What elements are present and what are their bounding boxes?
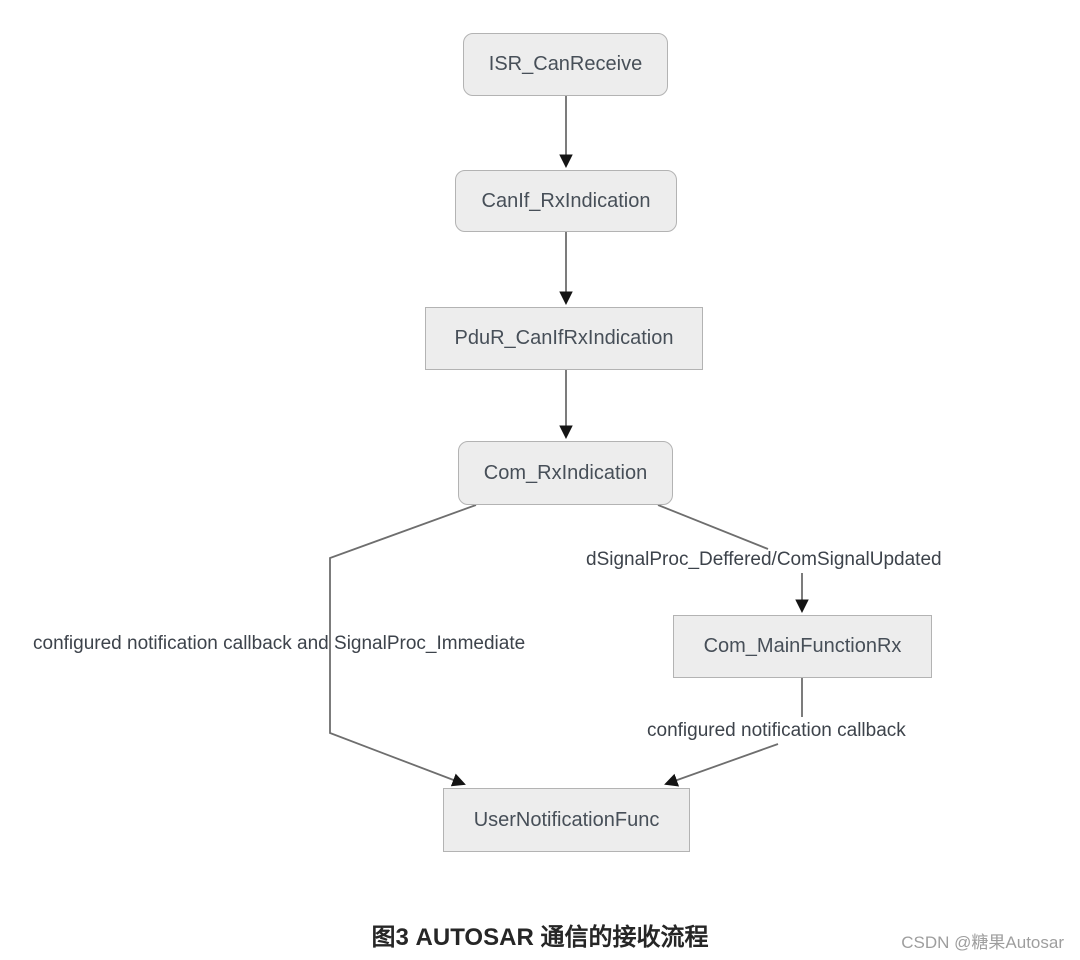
figure-caption: 图3 AUTOSAR 通信的接收流程 <box>371 924 709 951</box>
node-usernotificationfunc: UserNotificationFunc <box>443 788 690 852</box>
node-canif-rxindication: CanIf_RxIndication <box>455 170 677 232</box>
edge-label-immediate: configured notification callback and Sig… <box>33 633 526 654</box>
edge-label-callback: configured notification callback <box>647 720 906 741</box>
arrow-callback-label-to-user <box>664 743 779 787</box>
arrow-comrx-to-user <box>329 504 477 787</box>
node-com-rxindication: Com_RxIndication <box>458 441 673 505</box>
node-isr-canreceive: ISR_CanReceive <box>463 33 668 96</box>
edge-label-deferred: dSignalProc_Deffered/ComSignalUpdated <box>586 549 942 570</box>
node-com-mainfunctionrx: Com_MainFunctionRx <box>673 615 932 678</box>
csdn-watermark: CSDN @糖果Autosar <box>901 933 1064 952</box>
node-pdur-canifrxindication: PduR_CanIfRxIndication <box>425 307 703 370</box>
edge-comrx-to-deferred-label <box>657 504 769 550</box>
